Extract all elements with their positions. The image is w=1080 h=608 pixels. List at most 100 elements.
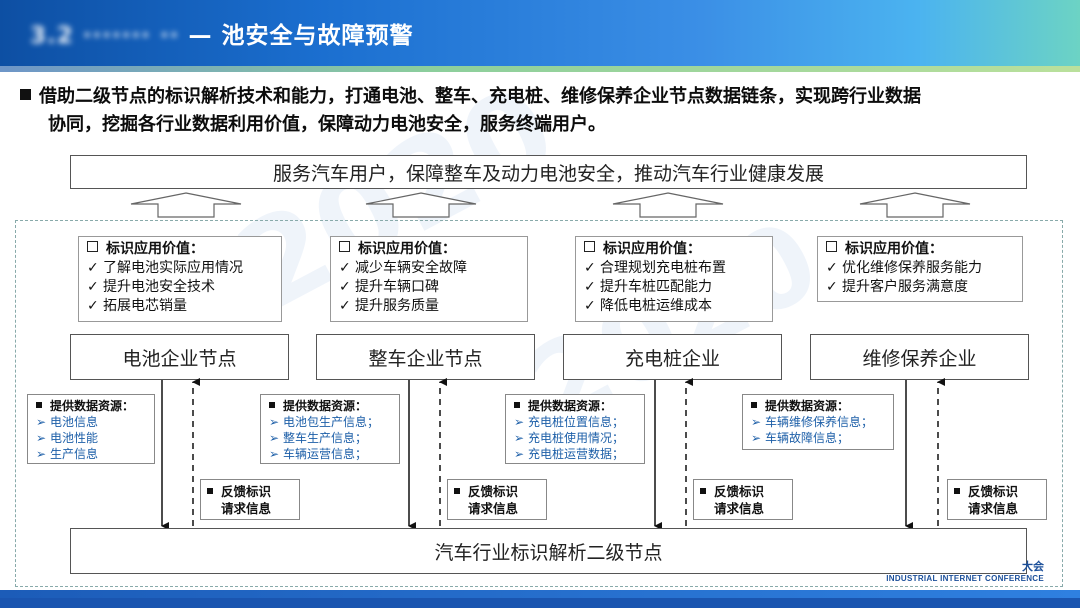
up-arrow-icon bbox=[365, 192, 477, 218]
resource-item: 电池性能 bbox=[50, 431, 99, 445]
resource-item: 充电桩位置信息； bbox=[528, 415, 625, 429]
conference-name: INDUSTRIAL INTERNET CONFERENCE bbox=[886, 574, 1044, 583]
value-item: 提升服务质量 bbox=[355, 298, 439, 314]
feedback-line-1: 反馈标识 bbox=[221, 484, 272, 499]
node-maintenance: 维修保养企业 bbox=[810, 334, 1029, 380]
checkmark-icon: ✓ bbox=[87, 279, 99, 295]
value-title: 标识应用价值： bbox=[603, 241, 701, 257]
node-label: 维修保养企业 bbox=[862, 347, 977, 370]
arrow-bullet-icon: ➢ bbox=[269, 431, 280, 445]
value-title: 标识应用价值： bbox=[845, 241, 943, 257]
footer-bar-bottom bbox=[0, 598, 1080, 608]
arrow-bullet-icon: ➢ bbox=[269, 447, 280, 461]
up-arrow-icon bbox=[859, 192, 971, 218]
secondary-node-label: 汽车行业标识解析二级节点 bbox=[434, 541, 663, 564]
checkbox-square-icon bbox=[87, 241, 98, 252]
arrow-bullet-icon: ➢ bbox=[36, 431, 47, 445]
bullet-square-icon bbox=[954, 488, 960, 494]
value-item: 减少车辆安全故障 bbox=[355, 260, 467, 276]
value-title: 标识应用价值： bbox=[106, 241, 204, 257]
conference-logo: 大会 bbox=[1022, 560, 1044, 573]
resource-item: 电池包生产信息； bbox=[283, 415, 380, 429]
value-item: 合理规划充电桩布置 bbox=[600, 260, 726, 276]
bullet-square-icon bbox=[36, 402, 42, 408]
diagram-frame bbox=[15, 220, 1063, 587]
top-goal-text: 服务汽车用户，保障整车及动力电池安全，推动汽车行业健康发展 bbox=[272, 162, 824, 185]
bullet-square-icon bbox=[269, 402, 275, 408]
feedback-line-2: 请求信息 bbox=[221, 501, 272, 516]
feedback-box-charging: 反馈标识 请求信息 bbox=[693, 479, 793, 520]
feedback-line-2: 请求信息 bbox=[468, 501, 519, 516]
value-item: 拓展电芯销量 bbox=[103, 298, 187, 314]
checkmark-icon: ✓ bbox=[87, 260, 99, 276]
arrow-bullet-icon: ➢ bbox=[514, 431, 525, 445]
resource-box-charging: 提供数据资源： ➢充电桩位置信息； ➢充电桩使用情况； ➢充电桩运营数据； bbox=[505, 394, 645, 464]
resource-item: 车辆维修保养信息； bbox=[765, 415, 874, 429]
arrow-bullet-icon: ➢ bbox=[751, 415, 762, 429]
node-label: 电池企业节点 bbox=[122, 347, 237, 370]
feedback-line-1: 反馈标识 bbox=[968, 484, 1019, 499]
node-vehicle: 整车企业节点 bbox=[316, 334, 535, 380]
value-title: 标识应用价值： bbox=[358, 241, 456, 257]
secondary-node-box: 汽车行业标识解析二级节点 bbox=[70, 528, 1027, 574]
value-box-maintenance: 标识应用价值： ✓优化维修保养服务能力 ✓提升客户服务满意度 bbox=[817, 236, 1023, 302]
checkmark-icon: ✓ bbox=[339, 260, 351, 276]
up-arrow-icon bbox=[130, 192, 242, 218]
page-title: 3.2 ······· ·· — 池安全与故障预警 bbox=[30, 16, 413, 50]
value-box-vehicle: 标识应用价值： ✓减少车辆安全故障 ✓提升车辆口碑 ✓提升服务质量 bbox=[330, 236, 528, 322]
feedback-box-maintenance: 反馈标识 请求信息 bbox=[947, 479, 1047, 520]
value-item: 降低电桩运维成本 bbox=[600, 298, 712, 314]
header-bar bbox=[0, 0, 1080, 66]
arrow-bullet-icon: ➢ bbox=[36, 447, 47, 461]
node-label: 充电桩企业 bbox=[624, 347, 720, 370]
value-item: 提升车桩匹配能力 bbox=[600, 279, 712, 295]
page-title-blurred: ·· bbox=[159, 23, 180, 49]
resource-title: 提供数据资源： bbox=[50, 399, 135, 413]
feedback-line-2: 请求信息 bbox=[714, 501, 765, 516]
resource-item: 车辆故障信息； bbox=[765, 431, 850, 445]
checkmark-icon: ✓ bbox=[584, 279, 596, 295]
bullet-square-icon bbox=[751, 402, 757, 408]
checkbox-square-icon bbox=[584, 241, 595, 252]
arrow-bullet-icon: ➢ bbox=[514, 415, 525, 429]
resource-item: 充电桩使用情况； bbox=[528, 431, 625, 445]
arrow-bullet-icon: ➢ bbox=[514, 447, 525, 461]
page-title-dash: — bbox=[188, 23, 222, 49]
page-title-prefix: 3.2 ······· bbox=[30, 23, 151, 49]
checkmark-icon: ✓ bbox=[826, 260, 838, 276]
checkmark-icon: ✓ bbox=[584, 298, 596, 314]
value-item: 了解电池实际应用情况 bbox=[103, 260, 243, 276]
feedback-line-2: 请求信息 bbox=[968, 501, 1019, 516]
value-item: 提升车辆口碑 bbox=[355, 279, 439, 295]
arrow-bullet-icon: ➢ bbox=[36, 415, 47, 429]
value-box-charging: 标识应用价值： ✓合理规划充电桩布置 ✓提升车桩匹配能力 ✓降低电桩运维成本 bbox=[575, 236, 773, 322]
resource-box-maintenance: 提供数据资源： ➢车辆维修保养信息； ➢车辆故障信息； bbox=[742, 394, 894, 450]
resource-box-vehicle: 提供数据资源： ➢电池包生产信息； ➢整车生产信息； ➢车辆运营信息； bbox=[260, 394, 400, 464]
resource-item: 充电桩运营数据； bbox=[528, 447, 625, 461]
intro-line-1: 借助二级节点的标识解析技术和能力，打通电池、整车、充电桩、维修保养企业节点数据链… bbox=[39, 86, 921, 107]
resource-item: 车辆运营信息； bbox=[283, 447, 368, 461]
feedback-line-1: 反馈标识 bbox=[714, 484, 765, 499]
checkbox-square-icon bbox=[826, 241, 837, 252]
resource-item: 生产信息 bbox=[50, 447, 99, 461]
resource-title: 提供数据资源： bbox=[283, 399, 368, 413]
intro-line-2: 协同，挖掘各行业数据利用价值，保障动力电池安全，服务终端用户。 bbox=[48, 114, 606, 135]
intro-text: 借助二级节点的标识解析技术和能力，打通电池、整车、充电桩、维修保养企业节点数据链… bbox=[20, 83, 1060, 139]
node-charging: 充电桩企业 bbox=[563, 334, 782, 380]
resource-title: 提供数据资源： bbox=[528, 399, 613, 413]
arrow-bullet-icon: ➢ bbox=[269, 415, 280, 429]
value-item: 优化维修保养服务能力 bbox=[842, 260, 982, 276]
checkmark-icon: ✓ bbox=[339, 279, 351, 295]
checkmark-icon: ✓ bbox=[87, 298, 99, 314]
value-item: 提升电池安全技术 bbox=[103, 279, 215, 295]
page-title-main: 池安全与故障预警 bbox=[221, 23, 414, 49]
checkmark-icon: ✓ bbox=[584, 260, 596, 276]
value-item: 提升客户服务满意度 bbox=[842, 279, 968, 295]
node-battery: 电池企业节点 bbox=[70, 334, 289, 380]
resource-title: 提供数据资源： bbox=[765, 399, 850, 413]
feedback-box-vehicle: 反馈标识 请求信息 bbox=[447, 479, 547, 520]
checkbox-square-icon bbox=[339, 241, 350, 252]
header-accent-strip bbox=[0, 66, 1080, 72]
checkmark-icon: ✓ bbox=[826, 279, 838, 295]
